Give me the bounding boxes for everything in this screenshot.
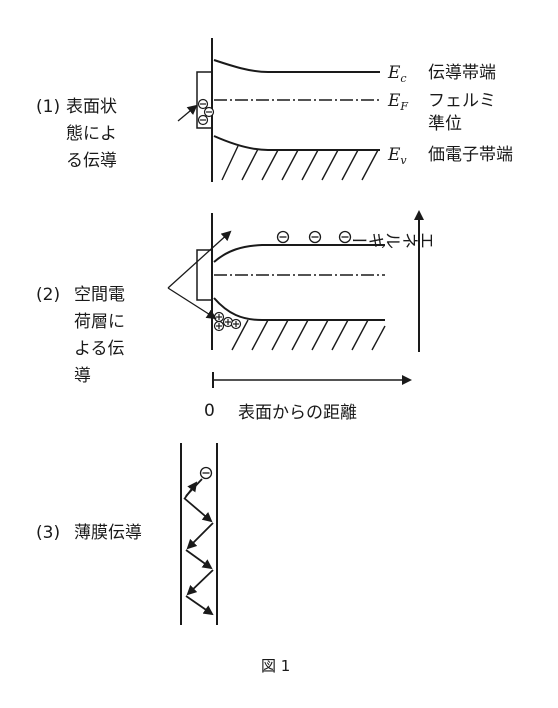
label-arrow-2b xyxy=(167,287,217,320)
ef-name-line-2: 準位 xyxy=(428,114,462,134)
surface-electrons-1 xyxy=(197,98,215,126)
distance-axis-label: 表面からの距離 xyxy=(238,403,357,423)
surface-holes-2 xyxy=(213,311,242,332)
zigzag-start-arrow xyxy=(184,481,198,499)
panel-1-number: (1) xyxy=(36,97,60,117)
figure-caption: 図 1 xyxy=(261,657,290,675)
panel-1: (1) 表面状 態によ る伝導 Ec 伝導帯端 EF フェルミ 準位 Ev 価電… xyxy=(36,38,513,182)
energy-axis-label: エネルギー xyxy=(351,228,436,248)
panel-2-number: (2) xyxy=(36,285,60,305)
valence-band-hatching-1 xyxy=(221,145,379,181)
valence-band-hatching-2 xyxy=(231,319,386,351)
ec-symbol: Ec xyxy=(387,63,407,85)
panel-3: (3) 薄膜伝導 xyxy=(36,443,218,625)
ev-name: 価電子帯端 xyxy=(428,145,513,165)
zigzag-path xyxy=(183,478,214,616)
ef-symbol: EF xyxy=(387,91,408,113)
bulk-electrons-2 xyxy=(276,230,352,244)
ec-name: 伝導帯端 xyxy=(428,63,496,83)
panel-1-label-line-2: 態によ xyxy=(66,124,117,144)
conduction-band-edge-1 xyxy=(213,59,380,73)
panel-2: (2) 空間電 荷層に よる伝 導 エネルギー 0 表面からの距離 xyxy=(36,210,436,423)
distance-axis-origin: 0 xyxy=(204,401,215,421)
panel-3-label: 薄膜伝導 xyxy=(74,523,142,543)
ef-name-line-1: フェルミ xyxy=(428,91,496,111)
valence-band-edge-1 xyxy=(213,135,380,151)
ev-symbol: Ev xyxy=(387,145,407,167)
panel-2-label-line-1: 空間電 xyxy=(74,285,125,305)
panel-2-label-line-4: 導 xyxy=(74,366,91,386)
label-arrow-2a xyxy=(167,230,232,289)
valence-band-edge-2 xyxy=(213,297,385,321)
panel-2-label-line-3: よる伝 xyxy=(74,339,125,359)
panel-2-label-line-2: 荷層に xyxy=(74,312,125,332)
panel-1-label-line-3: る伝導 xyxy=(66,151,117,171)
film-electron xyxy=(199,466,213,480)
panel-3-number: (3) xyxy=(36,523,60,543)
surface-state-band-1 xyxy=(196,71,213,129)
surface-state-band-2 xyxy=(196,249,213,301)
label-arrow-1 xyxy=(177,104,198,122)
conduction-band-edge-2 xyxy=(213,244,385,263)
panel-1-label-line-1: 表面状 xyxy=(66,97,117,117)
